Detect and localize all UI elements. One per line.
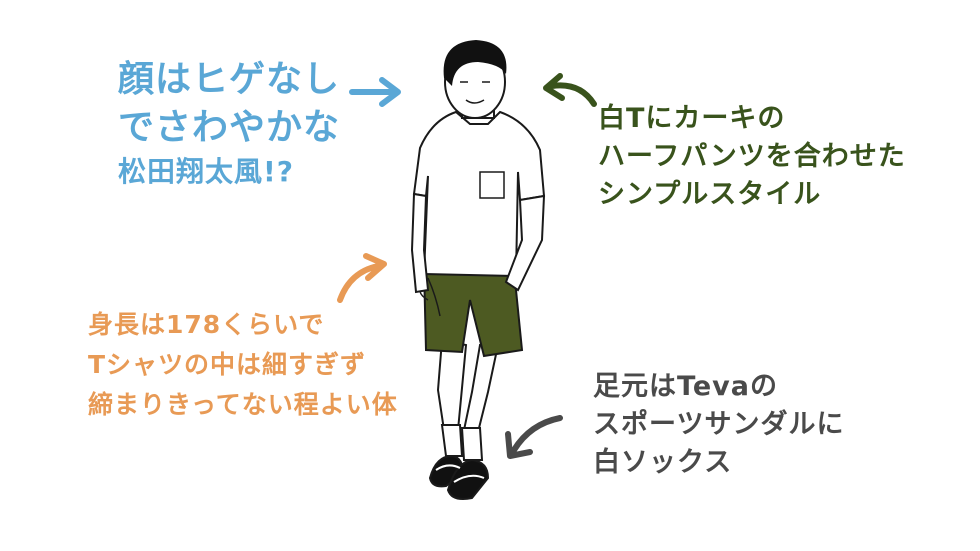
tshirt-chest-pocket bbox=[479, 171, 505, 199]
curved-arrow-icon-outfit bbox=[543, 73, 597, 107]
face-note: 顔はヒゲなし でさわやかな 松田翔太風!? bbox=[118, 56, 340, 192]
shoes-note: 足元はTevaの スポーツサンダルに 白ソックス bbox=[593, 368, 844, 482]
face-note-line-3: 松田翔太風!? bbox=[118, 155, 295, 188]
face-note-line-2: でさわやかな bbox=[118, 107, 341, 148]
shoes-note-line-3: 白ソックス bbox=[593, 447, 733, 478]
outfit-note: 白Tにカーキの ハーフパンツを合わせた シンプルスタイル bbox=[598, 100, 906, 214]
face-note-line-1: 顔はヒゲなし bbox=[118, 59, 341, 100]
curved-arrow-icon-body bbox=[337, 253, 387, 303]
body-note-line-2: Tシャツの中は細すぎず bbox=[88, 350, 367, 379]
outfit-note-line-3: シンプルスタイル bbox=[598, 179, 822, 210]
smile bbox=[465, 99, 485, 104]
shorts-pocket-line bbox=[427, 277, 441, 317]
outfit-note-line-1: 白Tにカーキの bbox=[598, 103, 786, 134]
body-note: 身長は178くらいで Tシャツの中は細すぎず 締まりきってない程よい体 bbox=[88, 305, 398, 425]
sandals bbox=[428, 454, 490, 500]
shoes-note-line-1: 足元はTevaの bbox=[593, 371, 778, 402]
arms bbox=[410, 192, 546, 294]
socks bbox=[440, 424, 484, 461]
body-note-line-1: 身長は178くらいで bbox=[88, 310, 325, 339]
arrow-right-icon bbox=[349, 77, 401, 107]
hair bbox=[443, 40, 507, 86]
curved-arrow-icon-shoes bbox=[505, 415, 563, 459]
outfit-note-line-2: ハーフパンツを合わせた bbox=[598, 141, 906, 172]
white-tshirt bbox=[412, 110, 546, 278]
shoes-note-line-2: スポーツサンダルに bbox=[593, 409, 845, 440]
body-note-line-3: 締まりきってない程よい体 bbox=[88, 390, 398, 419]
